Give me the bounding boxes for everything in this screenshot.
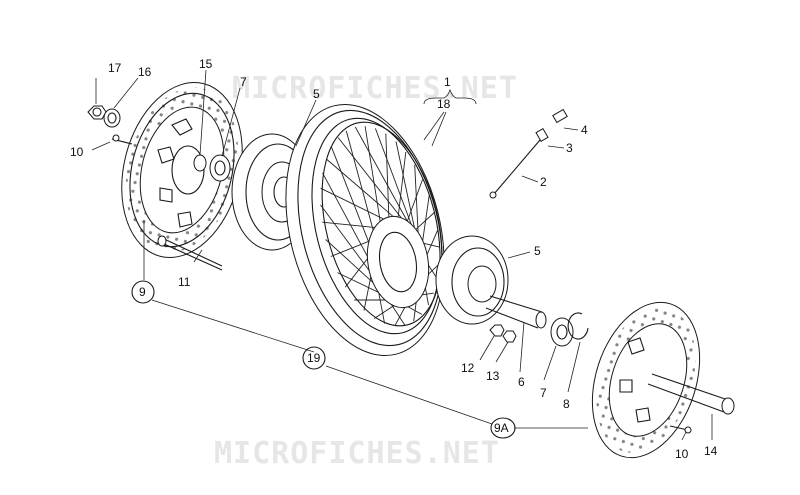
nipple-3 bbox=[535, 127, 549, 143]
callout-4: 4 bbox=[581, 123, 588, 137]
callout-3: 3 bbox=[566, 141, 573, 155]
callout-5-top: 5 bbox=[313, 87, 320, 101]
nut-12 bbox=[489, 324, 505, 337]
callout-8: 8 bbox=[563, 397, 570, 411]
callout-18: 18 bbox=[437, 97, 451, 111]
wheel-spoke bbox=[354, 126, 418, 239]
hub-flange-right bbox=[435, 235, 509, 325]
callout-9a: 9A bbox=[490, 417, 516, 439]
wheel-spoke bbox=[322, 172, 375, 270]
svg-text:9A: 9A bbox=[494, 421, 509, 435]
callout-5-right: 5 bbox=[534, 244, 541, 258]
callout-16: 16 bbox=[138, 65, 152, 79]
wheel-spoke bbox=[412, 212, 435, 233]
callout-1: 1 bbox=[444, 75, 451, 89]
axle-11 bbox=[157, 235, 223, 271]
nut-17 bbox=[87, 105, 107, 120]
wheel-spoke bbox=[396, 151, 407, 225]
callout-11: 11 bbox=[178, 275, 191, 289]
circlip-8 bbox=[567, 312, 589, 340]
spoked-wheel bbox=[285, 103, 445, 357]
wheel-spoke bbox=[320, 187, 395, 225]
spacer-6 bbox=[485, 295, 547, 329]
callout-7-top: 7 bbox=[240, 75, 247, 89]
bolt-10-right bbox=[669, 425, 692, 434]
bolt-10-left bbox=[111, 134, 133, 145]
wheel-spoke bbox=[320, 204, 378, 283]
callout-13: 13 bbox=[486, 369, 500, 383]
callout-labels: 17 16 15 7 5 1 18 4 3 2 10 5 11 9 19 9A … bbox=[70, 57, 718, 461]
callout-15: 15 bbox=[199, 57, 213, 71]
svg-text:19: 19 bbox=[307, 351, 321, 365]
bearing-7-right bbox=[550, 317, 574, 347]
callout-2: 2 bbox=[540, 175, 547, 189]
leader-lines bbox=[91, 69, 713, 441]
axle-14 bbox=[647, 373, 735, 415]
wheel-spoke bbox=[331, 146, 375, 257]
callout-7-bottom: 7 bbox=[540, 386, 547, 400]
spoke-2 bbox=[489, 139, 541, 199]
wheel-spoke bbox=[385, 133, 390, 227]
callout-10-right: 10 bbox=[675, 447, 689, 461]
bearing-7-left bbox=[209, 154, 231, 182]
wheel-spoke bbox=[345, 130, 378, 245]
callout-10-left: 10 bbox=[70, 145, 84, 159]
wheel-spoke bbox=[405, 179, 424, 227]
callout-17: 17 bbox=[108, 61, 122, 75]
callout-19: 19 bbox=[302, 346, 326, 370]
svg-text:9: 9 bbox=[139, 285, 146, 299]
callout-14: 14 bbox=[704, 444, 718, 458]
spacer-15 bbox=[193, 154, 207, 172]
nut-13 bbox=[502, 330, 517, 343]
callout-9: 9 bbox=[131, 280, 155, 304]
nipple-4 bbox=[552, 108, 568, 124]
watermark-bottom: MICROFICHES.NET bbox=[214, 436, 500, 471]
washer-16 bbox=[103, 108, 121, 128]
right-brake-disc bbox=[591, 301, 701, 459]
wheel-spoke bbox=[325, 158, 404, 226]
watermark-top: MICROFICHES.NET bbox=[232, 71, 518, 106]
wheel-spoke bbox=[364, 126, 383, 234]
callout-6: 6 bbox=[518, 375, 525, 389]
callout-12: 12 bbox=[461, 361, 475, 375]
